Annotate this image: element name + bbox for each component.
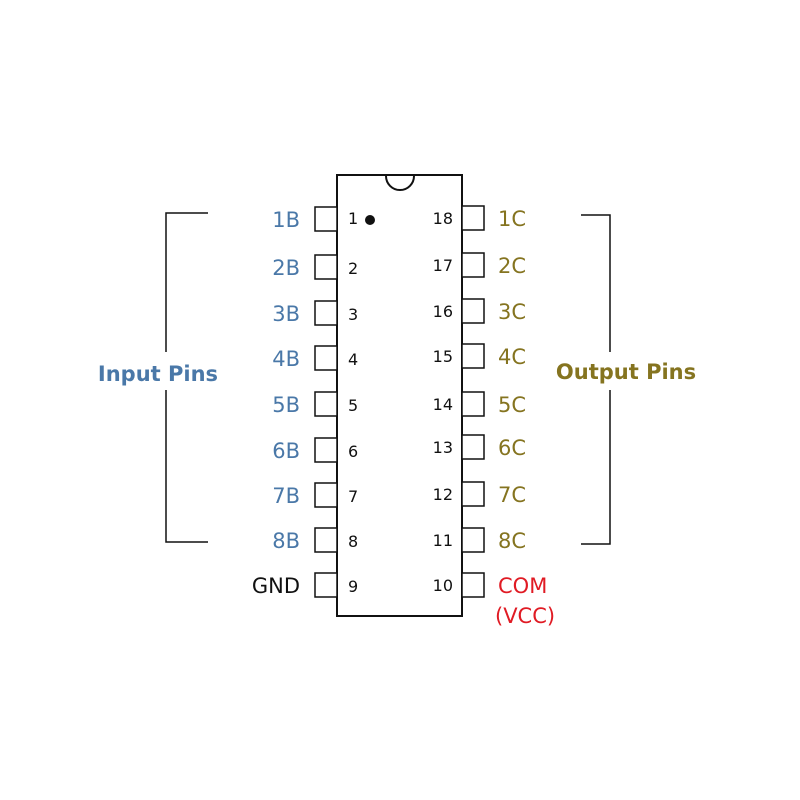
pin-2: 2 2B	[272, 254, 358, 280]
pin-pad	[314, 482, 338, 508]
pin-label: 4B	[272, 347, 300, 371]
pin-label: 6B	[272, 439, 300, 463]
pin-9: 9 GND	[252, 572, 358, 598]
pin-14: 14 5C	[433, 391, 526, 417]
chip-notch	[385, 175, 415, 191]
pin-sublabel: (VCC)	[495, 604, 555, 628]
pin-pad	[461, 481, 485, 507]
input-pins-label: Input Pins	[98, 362, 218, 386]
pin-pad	[461, 252, 485, 278]
pin-label: COM	[498, 574, 547, 598]
pin-pad	[461, 391, 485, 417]
pin-number: 17	[433, 256, 453, 275]
pin-number: 10	[433, 576, 453, 595]
pin-pad	[461, 205, 485, 231]
pin-number: 12	[433, 485, 453, 504]
pin-17: 17 2C	[433, 252, 526, 278]
pin-number: 2	[348, 259, 358, 278]
pin-16: 16 3C	[433, 298, 526, 324]
pin-pad	[461, 572, 485, 598]
pin-pad	[314, 254, 338, 280]
pin1-indicator-dot	[365, 215, 375, 225]
pin-10: 10 COM (VCC)	[433, 572, 555, 628]
pin-11: 11 8C	[433, 527, 526, 553]
pin-pad	[314, 437, 338, 463]
pin-6: 6 6B	[272, 437, 358, 463]
pin-label: 1C	[498, 207, 526, 231]
pin-number: 16	[433, 302, 453, 321]
pin-number: 3	[348, 305, 358, 324]
pin-pad	[461, 527, 485, 553]
pin-pad	[314, 206, 338, 232]
pin-number: 18	[433, 209, 453, 228]
pin-15: 15 4C	[433, 343, 526, 369]
pin-pad	[314, 527, 338, 553]
pin-number: 1	[348, 209, 358, 228]
pin-5: 5 5B	[272, 391, 358, 417]
pin-18: 18 1C	[433, 205, 526, 231]
pin-label: 7C	[498, 483, 526, 507]
pin-1: 1 1B	[272, 206, 358, 232]
pin-label: 2C	[498, 254, 526, 278]
pin-13: 13 6C	[433, 434, 526, 460]
pin-number: 5	[348, 396, 358, 415]
pin-number: 14	[433, 395, 453, 414]
pin-7: 7 7B	[272, 482, 358, 508]
pin-number: 8	[348, 532, 358, 551]
left-pin-group: 1 1B 2 2B 3 3B 4 4B 5 5B 6 6B 7 7B 8 8B 9 GND	[252, 206, 358, 598]
pin-8: 8 8B	[272, 527, 358, 553]
pin-3: 3 3B	[272, 300, 358, 326]
input-bracket	[165, 212, 208, 543]
pin-pad	[314, 345, 338, 371]
pin-label: 7B	[272, 484, 300, 508]
pin-pad	[314, 300, 338, 326]
right-pin-group: 18 1C 17 2C 16 3C 15 4C 14 5C 13 6C 12 7C 11 8C 10 COM (VC…	[433, 205, 555, 628]
pin-label: 4C	[498, 345, 526, 369]
pin-label: GND	[252, 574, 300, 598]
pin-pad	[461, 298, 485, 324]
pin-label: 8C	[498, 529, 526, 553]
pin-label: 1B	[272, 208, 300, 232]
output-bracket	[581, 214, 611, 545]
pin-pad	[461, 343, 485, 369]
pin-label: 8B	[272, 529, 300, 553]
pin-4: 4 4B	[272, 345, 358, 371]
pin-pad	[314, 391, 338, 417]
chip-body	[336, 174, 463, 617]
pin-number: 13	[433, 438, 453, 457]
pin-number: 15	[433, 347, 453, 366]
pin-number: 11	[433, 531, 453, 550]
pin-label: 3B	[272, 302, 300, 326]
pin-number: 9	[348, 577, 358, 596]
pin-label: 2B	[272, 256, 300, 280]
pin-number: 6	[348, 442, 358, 461]
pin-label: 5C	[498, 393, 526, 417]
pin-label: 5B	[272, 393, 300, 417]
pin-number: 4	[348, 350, 358, 369]
pin-label: 6C	[498, 436, 526, 460]
pin-number: 7	[348, 487, 358, 506]
pin-pad	[461, 434, 485, 460]
pin-pad	[314, 572, 338, 598]
output-pins-label: Output Pins	[556, 360, 696, 384]
pin-12: 12 7C	[433, 481, 526, 507]
pin-label: 3C	[498, 300, 526, 324]
